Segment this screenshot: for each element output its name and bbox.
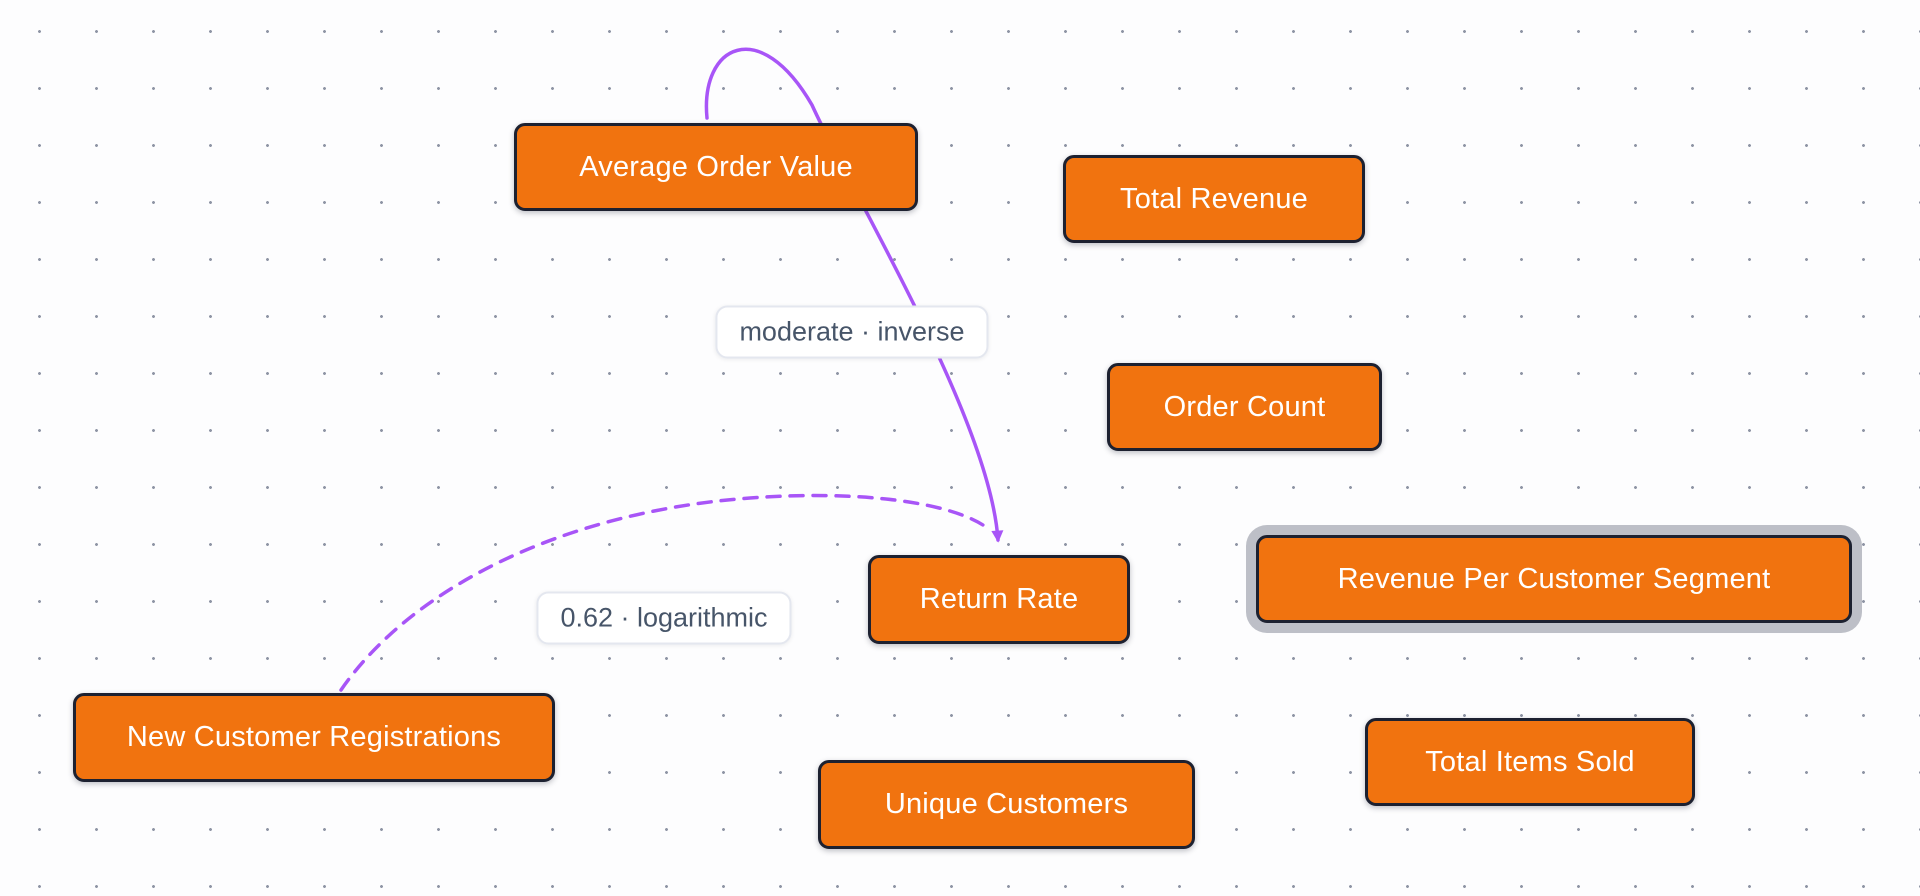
edge-label-avg-order-value-to-return-rate[interactable]: moderate · inverse — [715, 305, 989, 359]
node-revenue-per-customer-segment[interactable]: Revenue Per Customer Segment — [1256, 535, 1852, 623]
node-label: Return Rate — [919, 583, 1079, 615]
edge-new-customer-registrations-to-return-rate[interactable] — [339, 493, 988, 692]
node-total-revenue[interactable]: Total Revenue — [1063, 155, 1365, 243]
node-label: Unique Customers — [884, 788, 1129, 820]
node-average-order-value[interactable]: Average Order Value — [514, 123, 918, 211]
node-unique-customers[interactable]: Unique Customers — [818, 760, 1195, 849]
node-return-rate[interactable]: Return Rate — [868, 555, 1130, 644]
node-label: Order Count — [1163, 390, 1326, 423]
node-new-customer-registrations[interactable]: New Customer Registrations — [73, 693, 555, 782]
node-label: Total Revenue — [1120, 182, 1308, 215]
node-label: Average Order Value — [579, 150, 853, 183]
node-label: Revenue Per Customer Segment — [1337, 562, 1771, 595]
edge-label-new-customer-registrations-to-return-rate[interactable]: 0.62 · logarithmic — [536, 591, 792, 645]
node-label: New Customer Registrations — [126, 721, 502, 753]
node-order-count[interactable]: Order Count — [1107, 363, 1382, 451]
node-label: Total Items Sold — [1425, 745, 1635, 778]
node-total-items-sold[interactable]: Total Items Sold — [1365, 718, 1695, 806]
